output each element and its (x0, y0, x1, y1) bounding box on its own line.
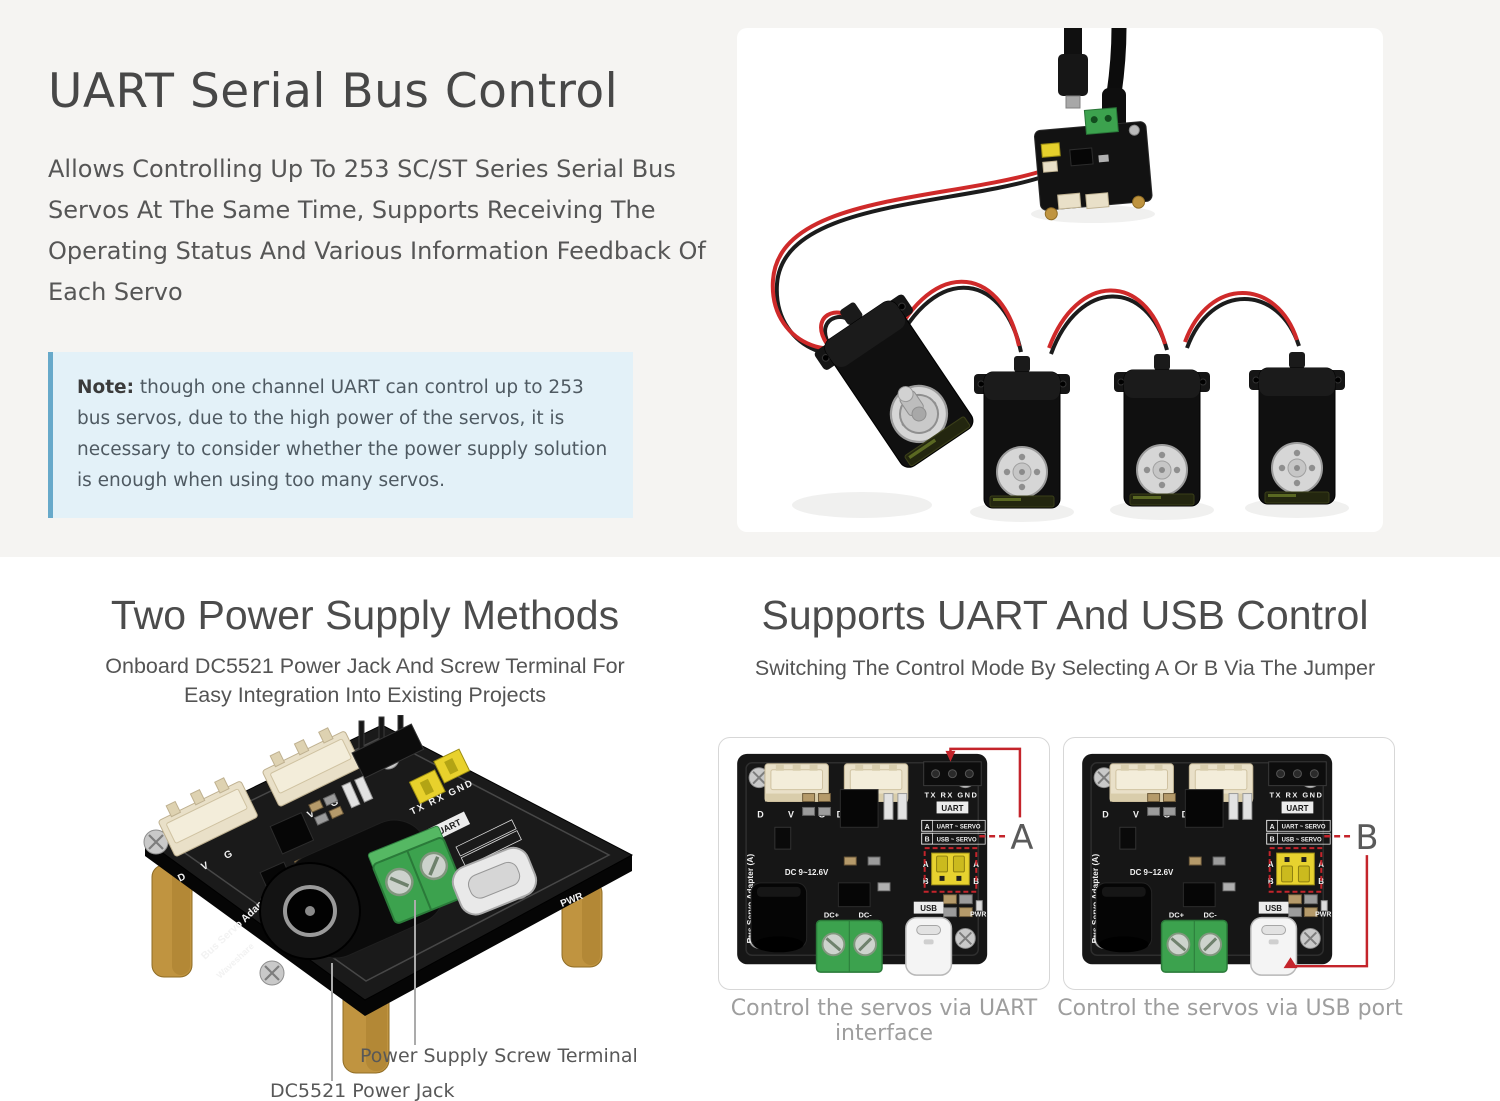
svg-text:USB ~ SERVO: USB ~ SERVO (1282, 837, 1322, 843)
adapter-board-3d: D V G D V G TX RX GND UART Bus Ser (143, 715, 638, 1101)
uart-pin-header (351, 715, 425, 779)
svg-text:USB: USB (920, 904, 937, 913)
annotation-a: A (945, 747, 1033, 857)
uart-pin-header (923, 761, 982, 787)
usb-c-port (1250, 916, 1298, 976)
servo-motor-tilted (800, 275, 988, 479)
uart-badge: UART (1281, 801, 1314, 814)
usb-cable (1058, 19, 1088, 109)
smd-components (1119, 789, 1328, 918)
svg-text:TX RX GND: TX RX GND (925, 791, 979, 800)
smd-components (774, 789, 983, 918)
usb-c-port (451, 846, 538, 916)
control-section-subtitle: Switching The Control Mode By Selecting … (754, 656, 1376, 680)
smd-components (259, 775, 374, 890)
servo-motor (1248, 351, 1346, 505)
board-top-view-usb: D V G D V G TX RX GND UART A UART ~ SERV… (1082, 753, 1378, 976)
panel-usb-mode: D V G D V G TX RX GND UART A UART ~ SERV… (1063, 737, 1395, 990)
note-box: Note: though one channel UART can contro… (48, 352, 633, 518)
caption-uart: Control the servos via UART interface (730, 996, 1038, 1046)
servo-connector (1109, 763, 1174, 802)
dc-power-jack (750, 882, 808, 953)
servo-motor (973, 355, 1071, 509)
svg-text:Bus Servo Adapter (A): Bus Servo Adapter (A) (1090, 854, 1100, 944)
svg-text:DC-: DC- (859, 911, 873, 920)
callout-power-jack: DC5521 Power Jack (270, 1080, 454, 1101)
svg-text:B: B (923, 877, 929, 886)
svg-text:TX RX GND: TX RX GND (1270, 791, 1324, 800)
svg-text:B: B (1318, 877, 1324, 886)
adapter-board-photo (1033, 107, 1153, 221)
jumper-legend: A UART ~ SERVO B USB ~ SERVO (1266, 819, 1331, 845)
jumper-block: A B A B (1268, 847, 1324, 893)
servo-motor (1113, 353, 1211, 507)
svg-text:UART ~ SERVO: UART ~ SERVO (1282, 824, 1326, 830)
dc-power-jack (1095, 882, 1153, 953)
power-section-subtitle: Onboard DC5521 Power Jack And Screw Term… (105, 654, 625, 707)
svg-text:USB ~ SERVO: USB ~ SERVO (937, 837, 977, 843)
svg-text:PWR: PWR (1315, 912, 1331, 919)
jumper-block (408, 748, 471, 805)
svg-text:DC 9~12.6V: DC 9~12.6V (785, 868, 829, 877)
svg-text:A: A (923, 860, 929, 869)
page-title: UART Serial Bus Control (48, 64, 619, 119)
svg-text:DC 9~12.6V: DC 9~12.6V (1130, 868, 1174, 877)
svg-text:A: A (1268, 860, 1274, 869)
callout-screw-terminal: Power Supply Screw Terminal (360, 1045, 638, 1067)
svg-text:USB: USB (1265, 904, 1282, 913)
usb-c-port (905, 916, 953, 976)
power-section-title: Two Power Supply Methods (110, 592, 620, 638)
uart-pin-header (1268, 761, 1327, 787)
uart-badge: UART (936, 801, 969, 814)
svg-text:Bus Servo Adapter (A): Bus Servo Adapter (A) (745, 854, 755, 944)
note-label: Note: (77, 377, 134, 398)
panel-uart-mode: D V G D V G TX RX GND UART A UART ~ SERV… (718, 737, 1050, 990)
svg-text:UART: UART (1286, 804, 1308, 813)
jumper-block: A B A B (923, 847, 979, 893)
caption-usb: Control the servos via USB port (1057, 996, 1403, 1021)
svg-text:D V G: D V G (757, 809, 836, 819)
jumper-legend: A UART ~ SERVO B USB ~ SERVO (921, 819, 986, 845)
board-top-view-uart: D V G D V G TX RX GND UART A UART ~ SERV… (737, 747, 1033, 976)
svg-text:D V G: D V G (1102, 809, 1181, 819)
servo-chain-photo (737, 19, 1383, 532)
annotation-b: B (1283, 818, 1378, 969)
servo-connector (262, 727, 362, 807)
control-section-title: Supports UART And USB Control (761, 592, 1369, 638)
servo-connector (158, 777, 258, 857)
screw-terminal (1160, 919, 1228, 973)
svg-text:B: B (1270, 837, 1275, 844)
svg-text:B: B (1268, 877, 1274, 886)
svg-text:PWR: PWR (970, 912, 986, 919)
hero-description: Allows Controlling Up To 253 SC/ST Serie… (48, 155, 706, 306)
screw-terminal (815, 919, 883, 973)
svg-text:B: B (973, 877, 979, 886)
svg-text:A: A (1270, 824, 1275, 831)
svg-text:A: A (925, 824, 930, 831)
servo-chain-illustration (770, 19, 1349, 522)
servo-connector (764, 763, 829, 802)
usb-badge: USB (1258, 901, 1289, 914)
svg-text:UART: UART (941, 804, 963, 813)
marker-b: B (1355, 818, 1378, 857)
screw-terminal (367, 825, 466, 924)
svg-text:DC+: DC+ (824, 911, 840, 920)
usb-badge: USB (913, 901, 944, 914)
hero-section: UART Serial Bus Control Allows Controlli… (48, 64, 713, 313)
svg-text:UART ~ SERVO: UART ~ SERVO (937, 824, 981, 830)
svg-text:DC-: DC- (1204, 911, 1218, 920)
jumper-legend (455, 819, 522, 868)
svg-text:B: B (925, 837, 930, 844)
marker-a: A (1010, 818, 1033, 857)
note-text: though one channel UART can control up t… (77, 377, 608, 491)
svg-text:DC+: DC+ (1169, 911, 1185, 920)
